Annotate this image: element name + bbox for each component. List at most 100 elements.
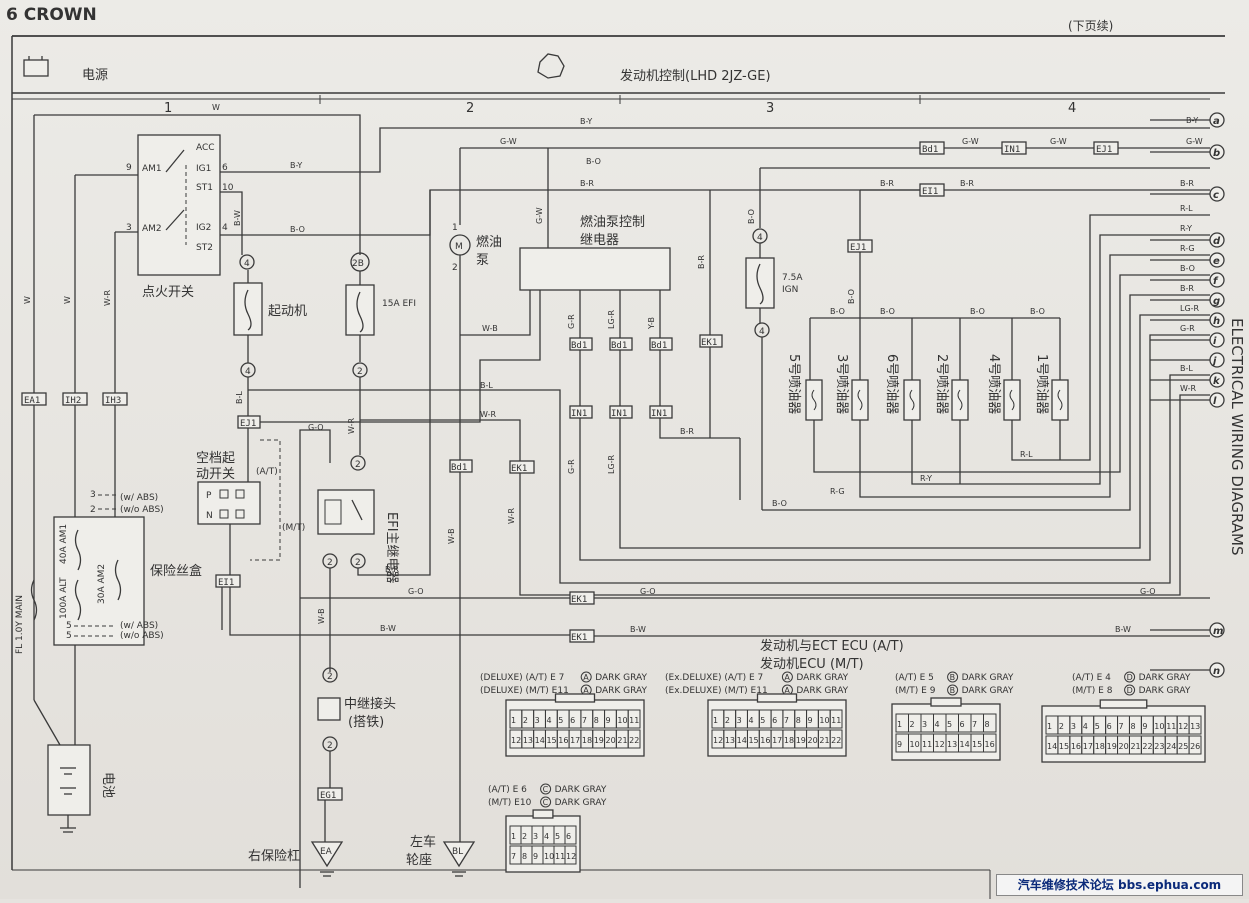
svg-text:ACC: ACC: [196, 143, 215, 153]
svg-text:(A/T) E 4: (A/T) E 4: [1072, 673, 1111, 683]
svg-text:3: 3: [126, 223, 132, 233]
svg-text:W-R: W-R: [507, 508, 516, 524]
svg-text:LG-R: LG-R: [607, 454, 616, 474]
svg-text:17: 17: [772, 736, 782, 745]
starter-label: 起动机: [268, 304, 307, 319]
injector-label: 1号喷油器: [1034, 354, 1049, 414]
injector-label: 3号喷油器: [834, 354, 849, 414]
svg-text:e: e: [1213, 256, 1220, 267]
watermark: 汽车维修技术论坛 bbs.ephua.com: [996, 874, 1243, 896]
svg-text:(A/T): (A/T): [256, 467, 278, 477]
svg-text:9: 9: [533, 852, 538, 861]
svg-text:4: 4: [935, 720, 940, 729]
svg-text:20: 20: [606, 736, 616, 745]
svg-text:9: 9: [897, 740, 902, 749]
svg-text:4: 4: [759, 327, 765, 337]
svg-text:DARK GRAY: DARK GRAY: [555, 798, 607, 808]
svg-text:G-R: G-R: [1180, 324, 1195, 333]
svg-text:3: 3: [922, 720, 927, 729]
svg-text:C: C: [543, 785, 549, 794]
svg-text:DARK GRAY: DARK GRAY: [962, 686, 1014, 696]
svg-text:2: 2: [327, 558, 333, 568]
svg-text:EI1: EI1: [922, 187, 938, 197]
svg-text:G-O: G-O: [408, 587, 424, 596]
svg-text:(w/ ABS): (w/ ABS): [120, 621, 158, 631]
svg-text:B: B: [950, 686, 956, 695]
svg-text:6: 6: [566, 832, 571, 841]
svg-text:4: 4: [244, 259, 250, 269]
svg-text:M: M: [455, 242, 463, 252]
svg-text:DARK GRAY: DARK GRAY: [555, 785, 607, 795]
svg-text:16: 16: [1071, 742, 1081, 751]
svg-text:8: 8: [1130, 722, 1135, 731]
svg-text:4: 4: [748, 716, 753, 725]
fuel-relay-label: 继电器: [580, 233, 619, 248]
svg-text:1: 1: [511, 716, 516, 725]
svg-text:(w/o ABS): (w/o ABS): [120, 505, 164, 515]
ground-bl-label: 左车: [410, 834, 436, 850]
svg-text:B-O: B-O: [830, 307, 845, 316]
svg-text:9: 9: [126, 163, 132, 173]
ignition-switch-label: 点火开关: [142, 285, 194, 300]
svg-text:10: 10: [617, 716, 627, 725]
injector-label: 4号喷油器: [986, 354, 1001, 414]
svg-text:18: 18: [582, 736, 592, 745]
edge-marker-i: i: [1150, 332, 1225, 348]
svg-text:2: 2: [522, 832, 527, 841]
svg-text:6: 6: [1107, 722, 1112, 731]
svg-text:DARK GRAY: DARK GRAY: [962, 673, 1014, 683]
svg-text:W-B: W-B: [482, 324, 498, 333]
svg-text:B-Y: B-Y: [290, 161, 302, 170]
svg-text:AM2: AM2: [142, 224, 162, 234]
svg-text:R-L: R-L: [1180, 204, 1193, 213]
svg-text:Bd1: Bd1: [611, 341, 627, 351]
svg-text:2: 2: [1059, 722, 1064, 731]
svg-text:G-O: G-O: [640, 587, 656, 596]
svg-text:4: 4: [757, 233, 763, 243]
svg-text:B-O: B-O: [880, 307, 895, 316]
svg-text:R-L: R-L: [1020, 450, 1033, 459]
svg-text:(w/ ABS): (w/ ABS): [120, 493, 158, 503]
svg-text:B-O: B-O: [290, 225, 305, 234]
svg-text:EK1: EK1: [511, 464, 527, 474]
svg-text:D: D: [1127, 686, 1133, 695]
svg-text:DARK GRAY: DARK GRAY: [796, 673, 848, 683]
svg-text:A: A: [583, 686, 589, 695]
svg-text:EK1: EK1: [571, 595, 587, 605]
svg-text:W-R: W-R: [480, 410, 496, 419]
svg-text:C: C: [543, 798, 549, 807]
svg-text:18: 18: [1095, 742, 1105, 751]
svg-text:N: N: [206, 511, 213, 521]
svg-text:EJ1: EJ1: [240, 419, 256, 429]
svg-text:4: 4: [1083, 722, 1088, 731]
svg-text:5: 5: [760, 716, 765, 725]
svg-text:EI1: EI1: [218, 578, 234, 588]
svg-text:G-O: G-O: [308, 423, 324, 432]
svg-text:W-R: W-R: [103, 290, 112, 306]
svg-text:15A EFI: 15A EFI: [382, 299, 416, 309]
svg-text:7: 7: [784, 716, 789, 725]
svg-text:DARK GRAY: DARK GRAY: [796, 686, 848, 696]
svg-text:4: 4: [546, 716, 551, 725]
svg-text:6: 6: [960, 720, 965, 729]
column-number: 2: [466, 101, 474, 116]
svg-text:9: 9: [808, 716, 813, 725]
svg-text:ST2: ST2: [196, 243, 213, 253]
column-number: 1: [164, 101, 172, 116]
svg-text:8: 8: [985, 720, 990, 729]
svg-text:8: 8: [796, 716, 801, 725]
svg-text:f: f: [1213, 276, 1219, 287]
svg-text:(Ex.DELUXE) (A/T) E 7: (Ex.DELUXE) (A/T) E 7: [665, 673, 763, 683]
svg-text:15: 15: [748, 736, 758, 745]
svg-text:B-O: B-O: [1030, 307, 1045, 316]
svg-text:3: 3: [737, 716, 742, 725]
svg-text:IH3: IH3: [105, 396, 121, 406]
edge-marker-j: j: [1150, 352, 1225, 368]
svg-text:IN1: IN1: [651, 409, 667, 419]
svg-text:30A AM2: 30A AM2: [97, 564, 107, 604]
svg-text:2: 2: [327, 741, 333, 751]
engine-icon: [537, 53, 565, 79]
svg-text:14: 14: [535, 736, 545, 745]
svg-text:2: 2: [452, 263, 458, 273]
